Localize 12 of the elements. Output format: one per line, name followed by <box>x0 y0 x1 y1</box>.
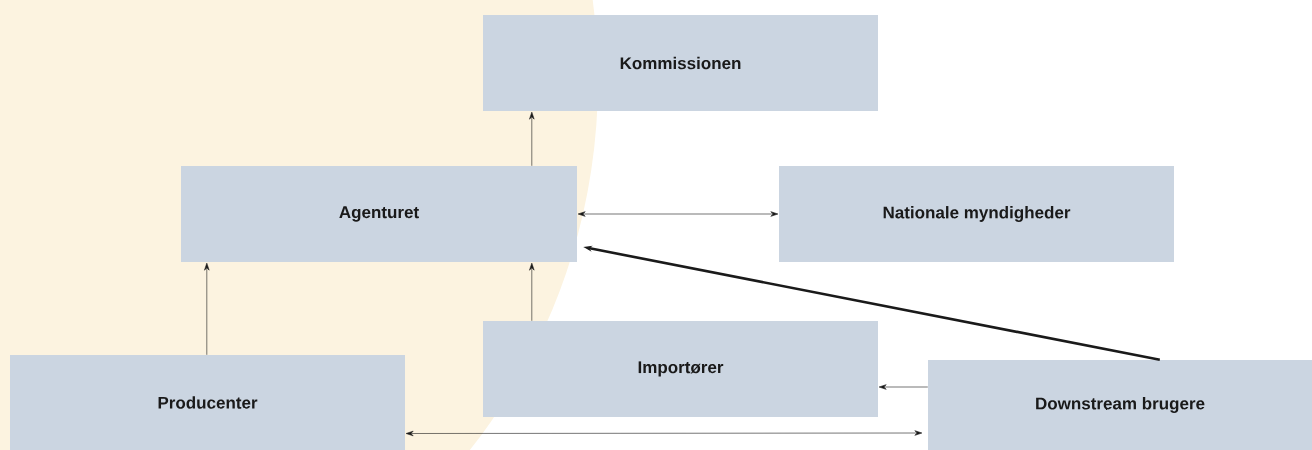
arrow <box>204 262 210 356</box>
entity-box: Agenturet <box>181 166 577 262</box>
entity-box: Nationale myndigheder <box>779 166 1174 262</box>
arrow <box>529 262 535 322</box>
entity-box: Producenter <box>10 355 405 450</box>
arrow <box>878 384 929 390</box>
arrow <box>577 211 779 217</box>
arrow <box>405 430 923 437</box>
arrow <box>529 111 535 167</box>
entity-box: Kommissionen <box>483 15 878 111</box>
entity-box: Importører <box>483 321 878 417</box>
entity-box: Downstream brugere <box>928 360 1312 450</box>
